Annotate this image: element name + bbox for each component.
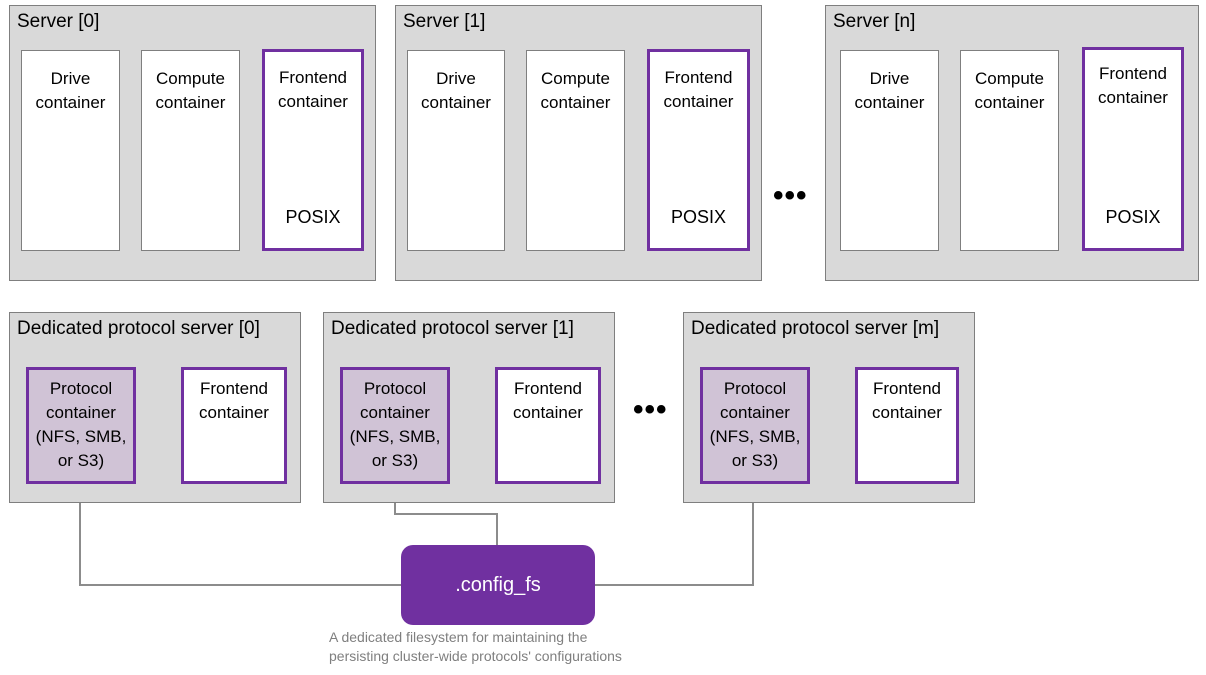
connector-line-m <box>595 483 754 586</box>
drive-container: Drive container <box>840 50 939 251</box>
protocol-server-1: Dedicated protocol server [1] Protocol c… <box>323 312 615 503</box>
frontend-container-label: Frontend container <box>513 379 583 422</box>
frontend-container: Frontend container <box>855 367 959 484</box>
compute-container-label: Compute container <box>540 69 611 112</box>
drive-container: Drive container <box>21 50 120 251</box>
protocol-container-label: Protocol container (NFS, SMB, or S3) <box>349 379 441 470</box>
frontend-container: Frontend container <box>495 367 601 484</box>
server-0: Server [0] Drive container Compute conta… <box>9 5 376 281</box>
frontend-container: Frontend container POSIX <box>647 49 750 251</box>
server-title: Server [0] <box>17 11 100 32</box>
protocol-server-title: Dedicated protocol server [0] <box>17 318 260 339</box>
server-title: Server [n] <box>833 11 916 32</box>
compute-container-label: Compute container <box>974 69 1045 112</box>
compute-container: Compute container <box>141 50 240 251</box>
config-fs-caption: A dedicated filesystem for maintaining t… <box>329 629 622 664</box>
compute-container: Compute container <box>960 50 1059 251</box>
frontend-container-label: Frontend container <box>872 379 942 422</box>
connector-line-0 <box>79 483 401 586</box>
posix-label: POSIX <box>1105 207 1161 227</box>
frontend-container: Frontend container POSIX <box>262 49 364 251</box>
drive-container-label: Drive container <box>35 69 106 112</box>
frontend-container-label: Frontend container <box>1098 64 1168 107</box>
protocol-server-title: Dedicated protocol server [m] <box>691 318 940 339</box>
drive-container-label: Drive container <box>421 69 491 112</box>
protocol-container: Protocol container (NFS, SMB, or S3) <box>26 367 136 484</box>
frontend-container-label: Frontend container <box>278 68 348 111</box>
protocol-server-0: Dedicated protocol server [0] Protocol c… <box>9 312 301 503</box>
frontend-container: Frontend container POSIX <box>1082 47 1184 251</box>
server-n: Server [n] Drive container Compute conta… <box>825 5 1199 281</box>
protocol-server-m: Dedicated protocol server [m] Protocol c… <box>683 312 975 503</box>
protocol-container-label: Protocol container (NFS, SMB, or S3) <box>709 379 801 470</box>
config-fs-box: .config_fs <box>401 545 595 625</box>
server-1: Server [1] Drive container Compute conta… <box>395 5 762 281</box>
posix-label: POSIX <box>670 207 727 227</box>
frontend-container-label: Frontend container <box>663 68 734 111</box>
frontend-container-label: Frontend container <box>199 379 269 422</box>
server-title: Server [1] <box>403 11 486 32</box>
compute-container-label: Compute container <box>155 69 226 112</box>
protocol-server-title: Dedicated protocol server [1] <box>331 318 574 339</box>
ellipsis-protocol-servers: ••• <box>633 393 668 426</box>
protocol-container: Protocol container (NFS, SMB, or S3) <box>340 367 450 484</box>
drive-container: Drive container <box>407 50 505 251</box>
compute-container: Compute container <box>526 50 625 251</box>
protocol-container-label: Protocol container (NFS, SMB, or S3) <box>35 379 127 470</box>
ellipsis-servers: ••• <box>773 179 808 212</box>
frontend-container: Frontend container <box>181 367 287 484</box>
posix-label: POSIX <box>285 207 341 227</box>
drive-container-label: Drive container <box>854 69 925 112</box>
protocol-container: Protocol container (NFS, SMB, or S3) <box>700 367 810 484</box>
